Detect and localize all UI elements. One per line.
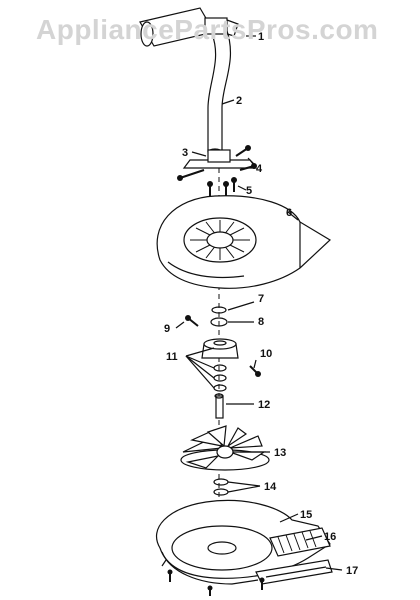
callout-11: 11 bbox=[166, 351, 178, 363]
callout-15: 15 bbox=[300, 509, 312, 521]
callout-1: 1 bbox=[258, 31, 264, 43]
clamp-screws bbox=[177, 145, 257, 181]
watermark: AppliancePartsPros.com bbox=[36, 14, 379, 45]
callout-5: 5 bbox=[246, 185, 252, 197]
callout-14: 14 bbox=[264, 481, 277, 493]
callout-16: 16 bbox=[324, 531, 336, 543]
callout-17: 17 bbox=[346, 565, 358, 577]
hub-screw bbox=[249, 365, 261, 377]
callout-9: 9 bbox=[164, 323, 170, 335]
washers-upper bbox=[210, 306, 228, 327]
shaft bbox=[214, 393, 224, 419]
callout-2: 2 bbox=[236, 95, 242, 107]
small-screws bbox=[207, 177, 237, 196]
lower-housing bbox=[155, 499, 331, 585]
washers-lower bbox=[213, 478, 229, 496]
callout-4: 4 bbox=[256, 163, 263, 175]
base-screws bbox=[167, 569, 265, 596]
callout-6: 6 bbox=[286, 207, 292, 219]
handle-tube bbox=[207, 27, 232, 156]
callout-13: 13 bbox=[274, 447, 286, 459]
callout-12: 12 bbox=[258, 399, 270, 411]
grille bbox=[269, 527, 331, 557]
callout-7: 7 bbox=[258, 293, 264, 305]
callout-3: 3 bbox=[182, 147, 188, 159]
callout-8: 8 bbox=[258, 316, 264, 328]
impeller-fan bbox=[180, 425, 270, 471]
leader-lines bbox=[175, 35, 343, 571]
handle-grip bbox=[139, 7, 239, 47]
callout-10: 10 bbox=[260, 348, 272, 360]
side-screw bbox=[185, 315, 199, 327]
upper-housing bbox=[156, 195, 331, 289]
